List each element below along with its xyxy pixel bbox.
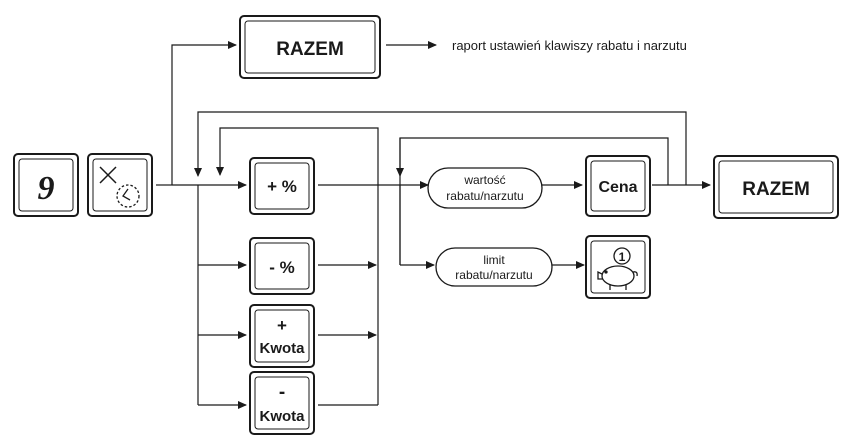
key-razem-top[interactable]: RAZEM [239, 15, 381, 79]
key-razem-final-label: RAZEM [742, 179, 810, 200]
key-nine[interactable]: 9 [13, 153, 79, 217]
key-plus-kwota[interactable]: + Kwota [249, 304, 315, 368]
key-plus-percent[interactable]: + % [249, 157, 315, 215]
piggy-bank-icon [597, 247, 638, 290]
key-cena[interactable]: Cena [585, 155, 651, 217]
key-razem-final[interactable]: RAZEM [713, 155, 839, 219]
connectors [156, 41, 711, 409]
key-plus-kwota-label: Kwota [260, 340, 306, 357]
limit-line1: limit [483, 253, 505, 267]
key-minus-kwota[interactable]: - Kwota [249, 371, 315, 435]
value-ellipse: wartość rabatu/narzutu [427, 167, 543, 209]
key-minus-percent[interactable]: - % [249, 237, 315, 295]
value-line1: wartość [463, 173, 505, 187]
report-label: raport ustawień klawiszy rabatu i narzut… [452, 38, 687, 53]
value-line2: rabatu/narzutu [446, 189, 523, 203]
key-cena-label: Cena [598, 179, 637, 196]
key-multiply-clock[interactable] [87, 153, 153, 217]
key-piggy-bank[interactable]: 1 [585, 235, 651, 299]
multiply-clock-icon [99, 166, 140, 208]
key-plus-percent-label: + % [267, 177, 297, 196]
piggy-badge-number: 1 [619, 250, 626, 264]
key-razem-top-label: RAZEM [276, 39, 344, 60]
key-minus-kwota-sign: - [279, 382, 285, 403]
limit-ellipse: limit rabatu/narzutu [435, 247, 553, 287]
key-minus-kwota-label: Kwota [260, 408, 306, 425]
key-nine-label: 9 [38, 170, 55, 207]
key-plus-kwota-sign: + [277, 316, 287, 335]
key-minus-percent-label: - % [269, 258, 295, 277]
limit-line2: rabatu/narzutu [455, 268, 532, 282]
